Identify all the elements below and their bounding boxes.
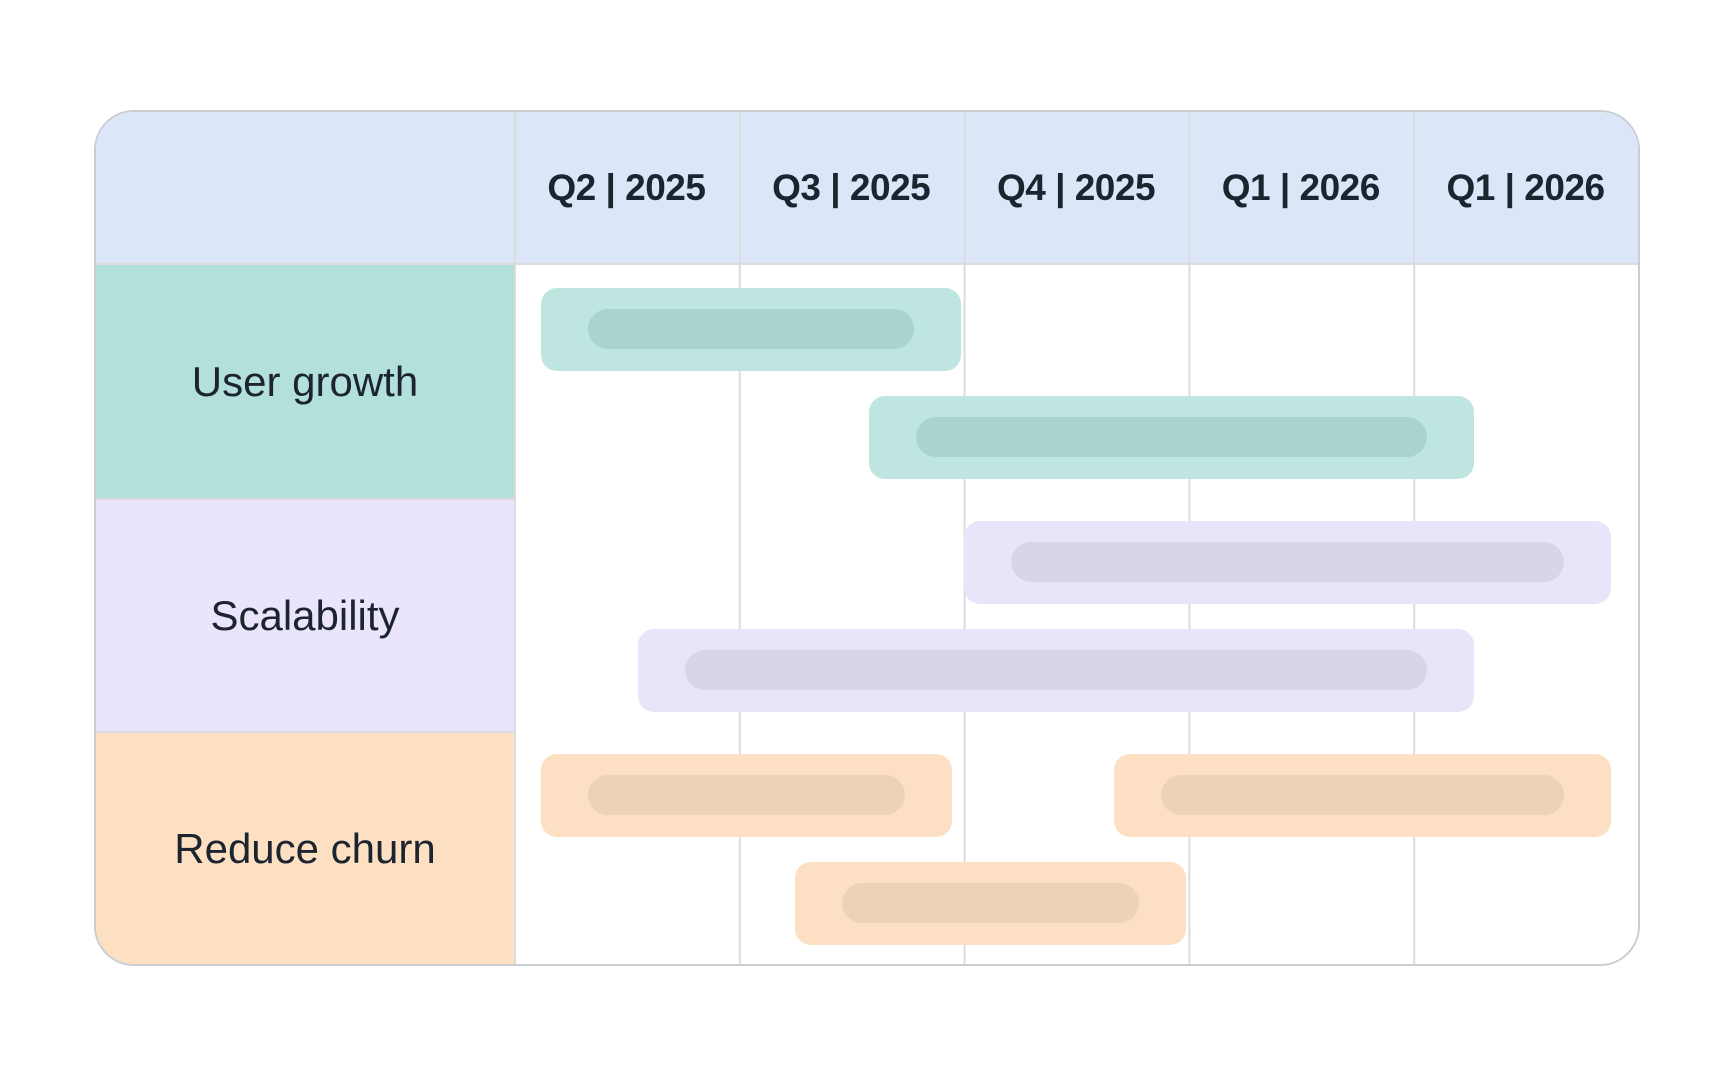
- header-cell-q1-2026-b: Q1 | 2026: [1446, 166, 1606, 208]
- row-label-cell-reduce-churn: Reduce churn: [96, 731, 514, 964]
- header-track: Q2 | 2025 Q3 | 2025 Q4 | 2025 Q1 | 2026 …: [514, 112, 1638, 263]
- header-cell-q4-2025: Q4 | 2025: [996, 166, 1156, 208]
- gantt-bar-reduce-churn-6[interactable]: [1114, 754, 1611, 837]
- header-row: Q2 | 2025 Q3 | 2025 Q4 | 2025 Q1 | 2026 …: [96, 112, 1638, 265]
- gantt-bar-user-growth-0[interactable]: [540, 288, 962, 371]
- header-label-spacer: [96, 112, 514, 263]
- gantt-bar-inner-pill: [916, 417, 1427, 457]
- gantt-row-reduce-churn: Reduce churn: [96, 731, 1638, 964]
- gantt-row-scalability: Scalability: [96, 498, 1638, 731]
- gantt-bar-inner-pill: [1010, 542, 1565, 582]
- gantt-body: User growth Scalability Reduce churn: [96, 265, 1638, 964]
- gantt-bar-scalability-2[interactable]: [963, 521, 1612, 604]
- gantt-bar-reduce-churn-5[interactable]: [795, 862, 1187, 945]
- chart-area-reduce-churn: [514, 731, 1638, 964]
- header-cell-q2-2025: Q2 | 2025: [547, 166, 706, 208]
- gantt-bar-inner-pill: [1161, 775, 1564, 815]
- gantt-bar-inner-pill: [684, 650, 1427, 690]
- gantt-bar-scalability-3[interactable]: [637, 629, 1474, 712]
- chart-area-user-growth: [514, 265, 1638, 498]
- gantt-bar-user-growth-1[interactable]: [869, 396, 1474, 479]
- row-label-cell-scalability: Scalability: [96, 498, 514, 731]
- row-label-cell-user-growth: User growth: [96, 265, 514, 498]
- header-cell-q3-2025: Q3 | 2025: [772, 166, 931, 208]
- header-cell-q1-2026-a: Q1 | 2026: [1221, 166, 1381, 208]
- gantt-bar-inner-pill: [587, 775, 906, 815]
- gantt-table: Q2 | 2025 Q3 | 2025 Q4 | 2025 Q1 | 2026 …: [94, 110, 1640, 966]
- gantt-bar-inner-pill: [842, 883, 1140, 923]
- chart-area-scalability: [514, 498, 1638, 731]
- gantt-row-user-growth: User growth: [96, 265, 1638, 498]
- gantt-bar-reduce-churn-4[interactable]: [540, 754, 953, 837]
- gantt-bar-inner-pill: [587, 309, 915, 349]
